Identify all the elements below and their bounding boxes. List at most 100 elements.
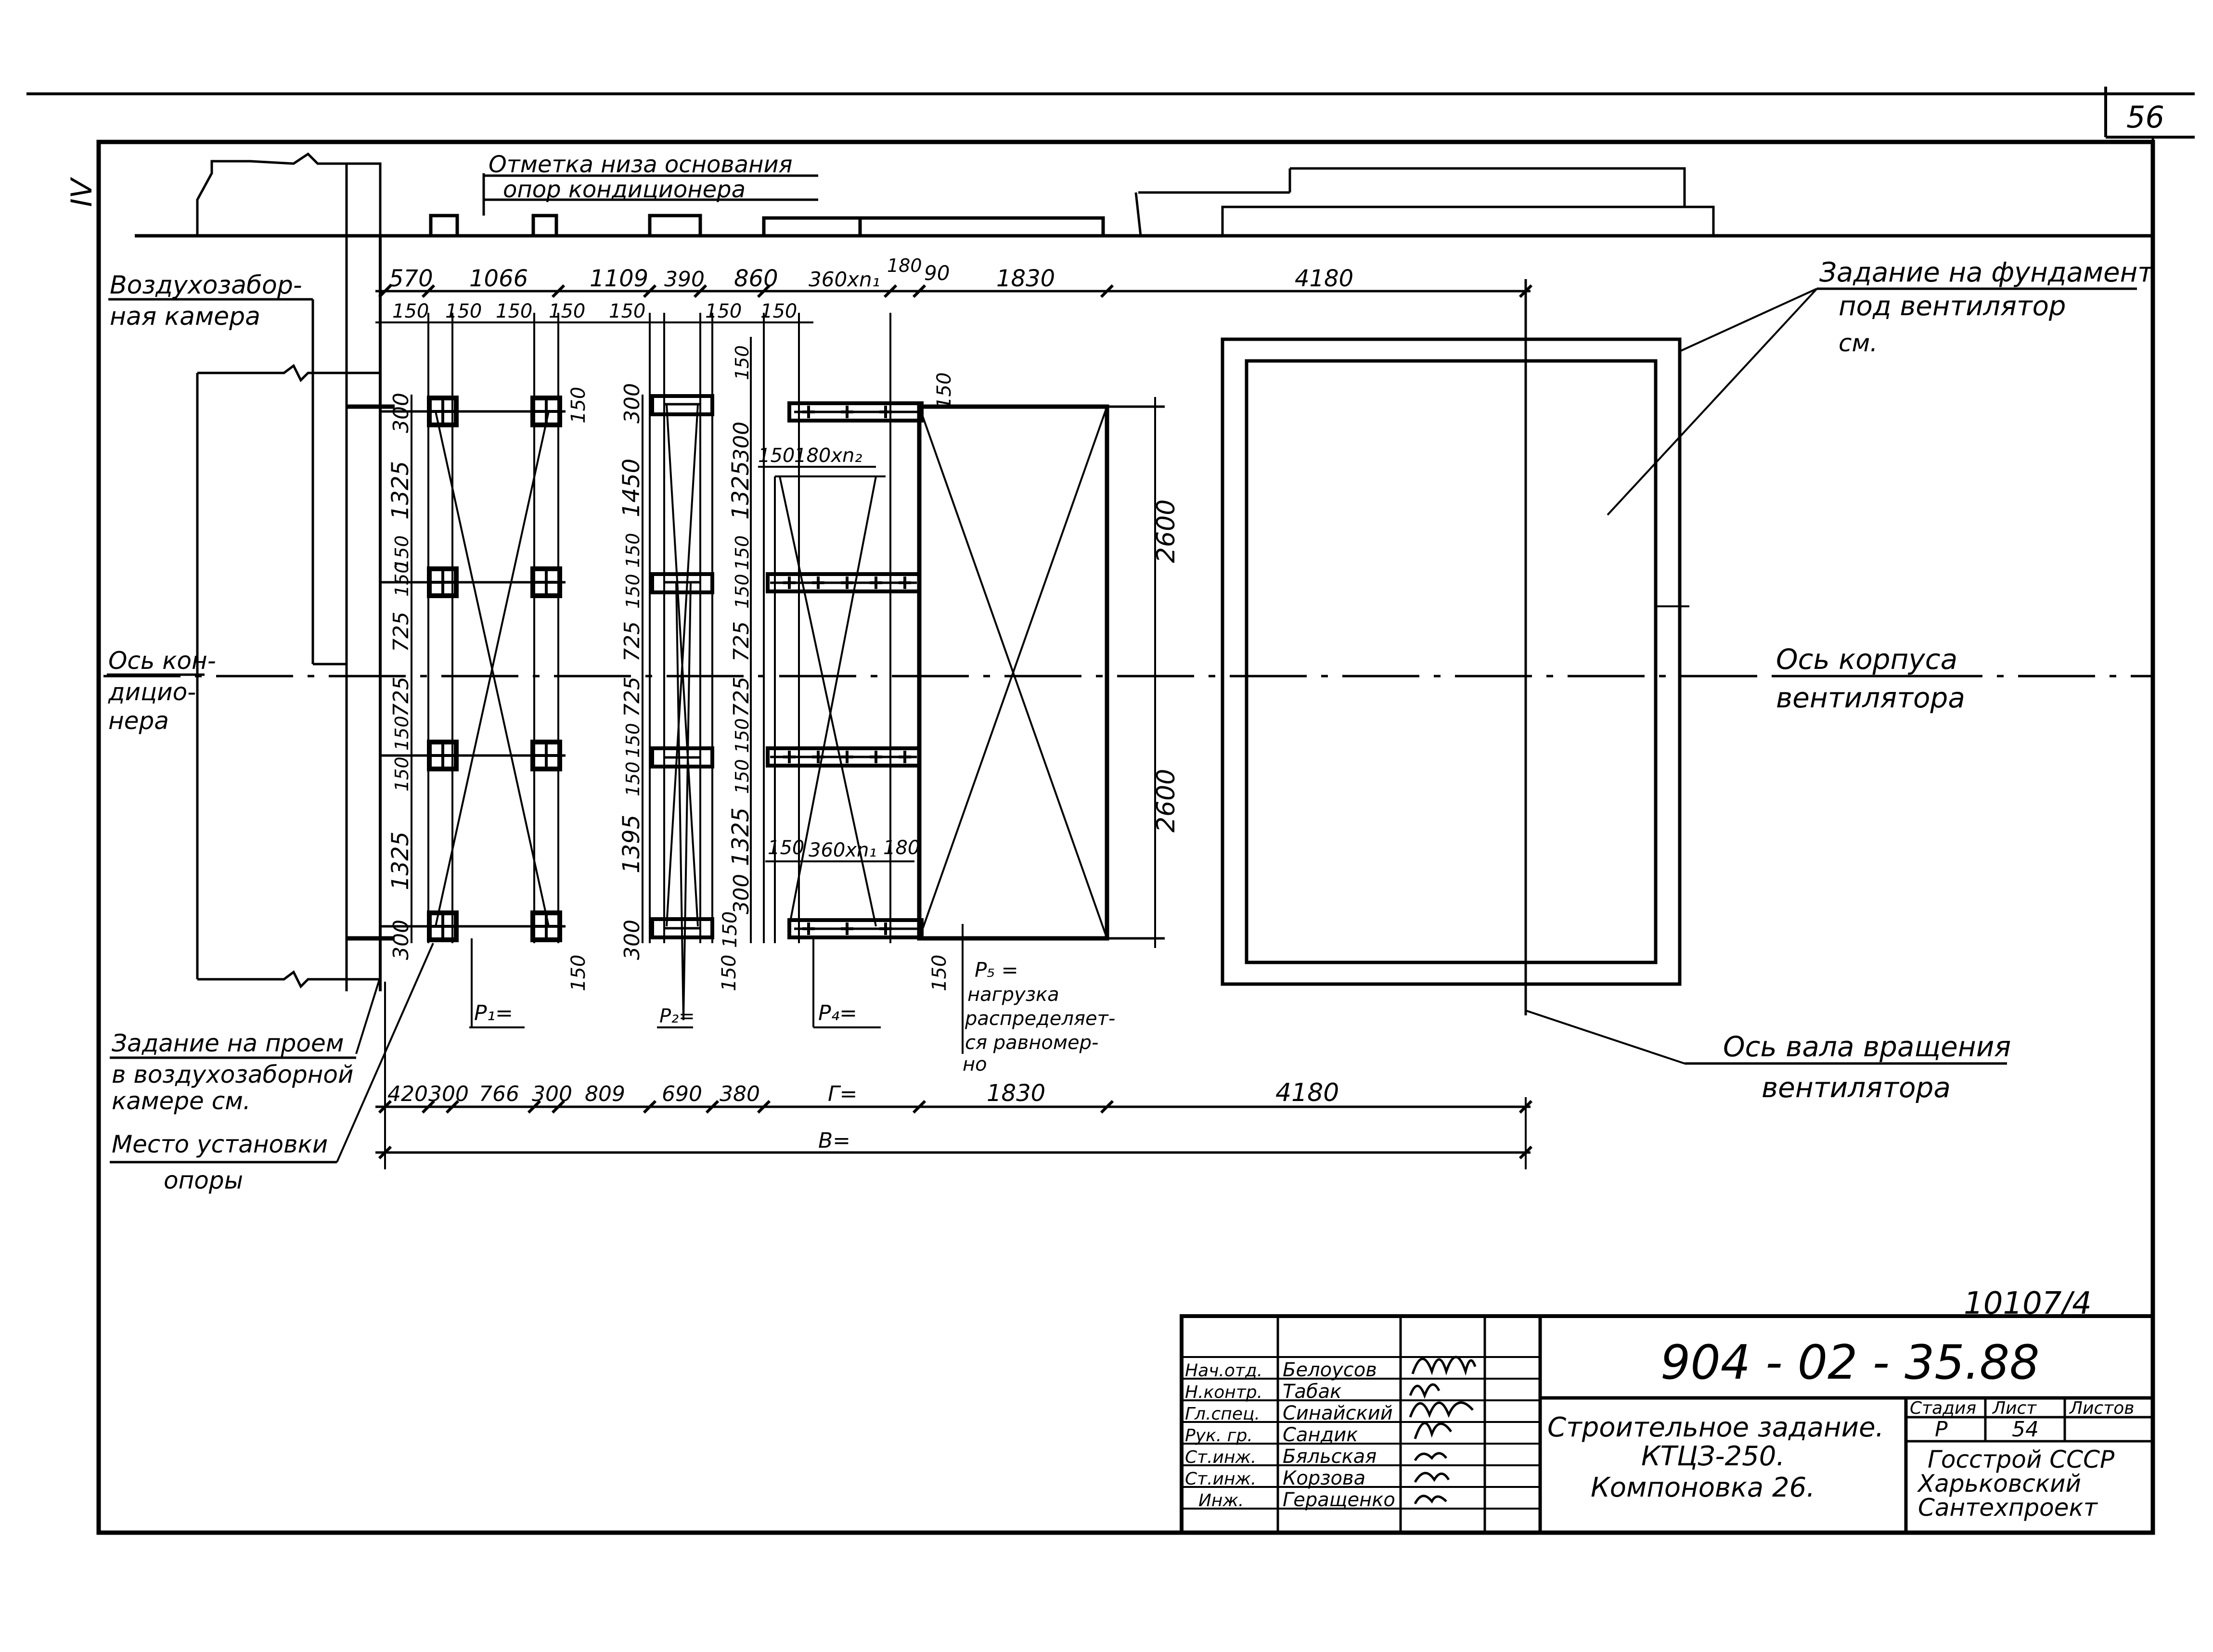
lv-300: 300 [389, 393, 413, 433]
frame-top: 180xn₂ [794, 445, 862, 467]
top-dim-1830: 1830 [996, 265, 1055, 292]
misc-150-d: 150 [933, 372, 955, 409]
mv-1450: 1450 [618, 459, 645, 517]
fan-foundation [1221, 279, 1689, 1015]
bot-dim-1830: 1830 [987, 1080, 1045, 1107]
sheet-value: 54 [2012, 1417, 2039, 1442]
top-small-150: 150 [392, 300, 429, 322]
staff-name: Геращенко [1283, 1489, 1395, 1511]
staff-name: Табак [1283, 1381, 1341, 1403]
conditioner-axis-label-2: дицио- [108, 678, 196, 706]
conditioner-axis-label-3: нера [108, 707, 169, 735]
rv-300: 300 [729, 422, 754, 462]
mv-150-b: 150 [622, 574, 643, 609]
sheet-frame [26, 87, 2195, 1535]
misc-150-c: 150 [718, 955, 740, 991]
fan-frame [917, 397, 1165, 948]
bottom-dimension-line [375, 982, 1531, 1169]
title-line-1: Строительное задание. [1547, 1412, 1884, 1443]
bot-dim-690: 690 [662, 1082, 702, 1106]
support-place-label: Место установки [112, 1130, 328, 1158]
staff-table: Нач.отд. Белоусов Н.контр. Табак Гл.спец… [1185, 1359, 1395, 1511]
frame-bottom-right: 180 [883, 837, 920, 859]
top-dim-1066: 1066 [469, 265, 528, 292]
staff-name: Синайский [1283, 1402, 1393, 1424]
staff-role: Инж. [1198, 1491, 1244, 1511]
bot-dim-766: 766 [479, 1082, 519, 1106]
sheets-header: Листов [2069, 1398, 2134, 1418]
top-dim-570: 570 [389, 265, 433, 292]
intake-chamber-wall [196, 236, 395, 991]
margin-mark: IV [65, 177, 99, 207]
top-dimension-line [375, 285, 1531, 323]
bot-dim-4180: 4180 [1275, 1078, 1339, 1107]
mv-150-d: 150 [622, 761, 643, 796]
support-row-1 [380, 313, 566, 943]
mv-725-b: 725 [620, 677, 644, 717]
right-vertical-dims: 150 300 1325 150 150 725 725 150 150 132… [727, 337, 754, 943]
staff-name: Белоусов [1283, 1359, 1377, 1381]
staff-name: Сандик [1283, 1424, 1358, 1446]
load-p2: P₂= [659, 1005, 695, 1027]
load-p5-4: ся равномер- [965, 1032, 1098, 1054]
sheet-code: 10107/4 [1964, 1286, 2092, 1321]
staff-name: Бяльская [1283, 1446, 1377, 1468]
load-p1: P₁= [474, 1001, 513, 1025]
fan-body-axis-label: Ось корпуса [1776, 643, 1957, 676]
fan-foundation-task-label: Задание на фундамент [1819, 257, 2154, 288]
conditioner-axis-label: Ось кон- [108, 647, 216, 675]
fan-shaft-axis-label: Ось вала вращения [1723, 1030, 2011, 1063]
lv-150-d: 150 [391, 756, 412, 792]
org-line-1: Госстрой СССР [1928, 1446, 2115, 1473]
support-base-mark-label-2: опор кондиционера [503, 176, 746, 203]
lv-725: 725 [389, 612, 413, 652]
opening-task-label-3: камере см. [112, 1087, 251, 1115]
title-line-2: КТЦЗ-250. [1641, 1441, 1785, 1472]
bot-dim-300: 300 [428, 1082, 469, 1106]
stage-value: Р [1935, 1417, 1948, 1442]
rv-150-c: 150 [732, 574, 753, 609]
top-small-150-f: 150 [705, 300, 742, 322]
mv-150: 150 [622, 533, 643, 568]
title-line-3: Компоновка 26. [1591, 1472, 1815, 1503]
rv-300-b: 300 [729, 874, 754, 914]
fan-foundation-task-label-3: см. [1839, 329, 1878, 357]
opening-task-label: Задание на проем [112, 1029, 344, 1057]
top-dim-180: 180 [887, 255, 922, 276]
misc-150-e: 150 [928, 955, 951, 991]
title-block [1180, 1314, 2155, 1535]
frame-top-left: 150 [758, 445, 795, 467]
lv-300-b: 300 [389, 920, 413, 960]
top-dim-90: 90 [924, 261, 950, 285]
top-dim-360xn1: 360xn₁ [809, 268, 880, 291]
bot-dim-809: 809 [585, 1082, 625, 1106]
intake-chamber-label: Воздухозабор- [110, 271, 302, 300]
staff-role: Ст.инж. [1185, 1469, 1256, 1489]
sheet-number: 56 [2126, 100, 2164, 135]
staff-name: Корзова [1283, 1467, 1365, 1489]
mid-vertical-dims: 300 1450 150 150 725 725 150 150 1395 30… [618, 383, 645, 960]
org-line-2: Харьковский [1917, 1470, 2081, 1498]
fan-shaft-axis-label-2: вентилятора [1762, 1071, 1951, 1104]
document-number: 904 - 02 - 35.88 [1660, 1335, 2040, 1390]
elevation-strip [135, 152, 2153, 991]
frame-bottom-left: 150 [768, 837, 804, 859]
support-row-2 [649, 313, 714, 1021]
lv-725-b: 725 [389, 677, 413, 717]
fan-body-axis-label-2: вентилятора [1776, 681, 1965, 714]
mv-1395: 1395 [618, 815, 645, 873]
rv-1325-b: 1325 [727, 807, 754, 866]
staff-role: Рук. гр. [1185, 1426, 1253, 1446]
bot-dim-g: Г= [828, 1082, 857, 1106]
fan-foundation-task-label-2: под вентилятор [1839, 291, 2066, 322]
staff-role: Гл.спец. [1185, 1404, 1260, 1424]
fan-height-upper: 2600 [1152, 499, 1181, 563]
mv-150-c: 150 [622, 723, 643, 758]
top-dim-390: 390 [664, 267, 705, 292]
top-dim-860: 860 [734, 265, 778, 292]
fan-height-lower: 2600 [1152, 769, 1181, 832]
rv-725: 725 [729, 621, 754, 662]
load-p5-5: но [963, 1053, 987, 1076]
lv-150-b: 150 [391, 562, 412, 597]
